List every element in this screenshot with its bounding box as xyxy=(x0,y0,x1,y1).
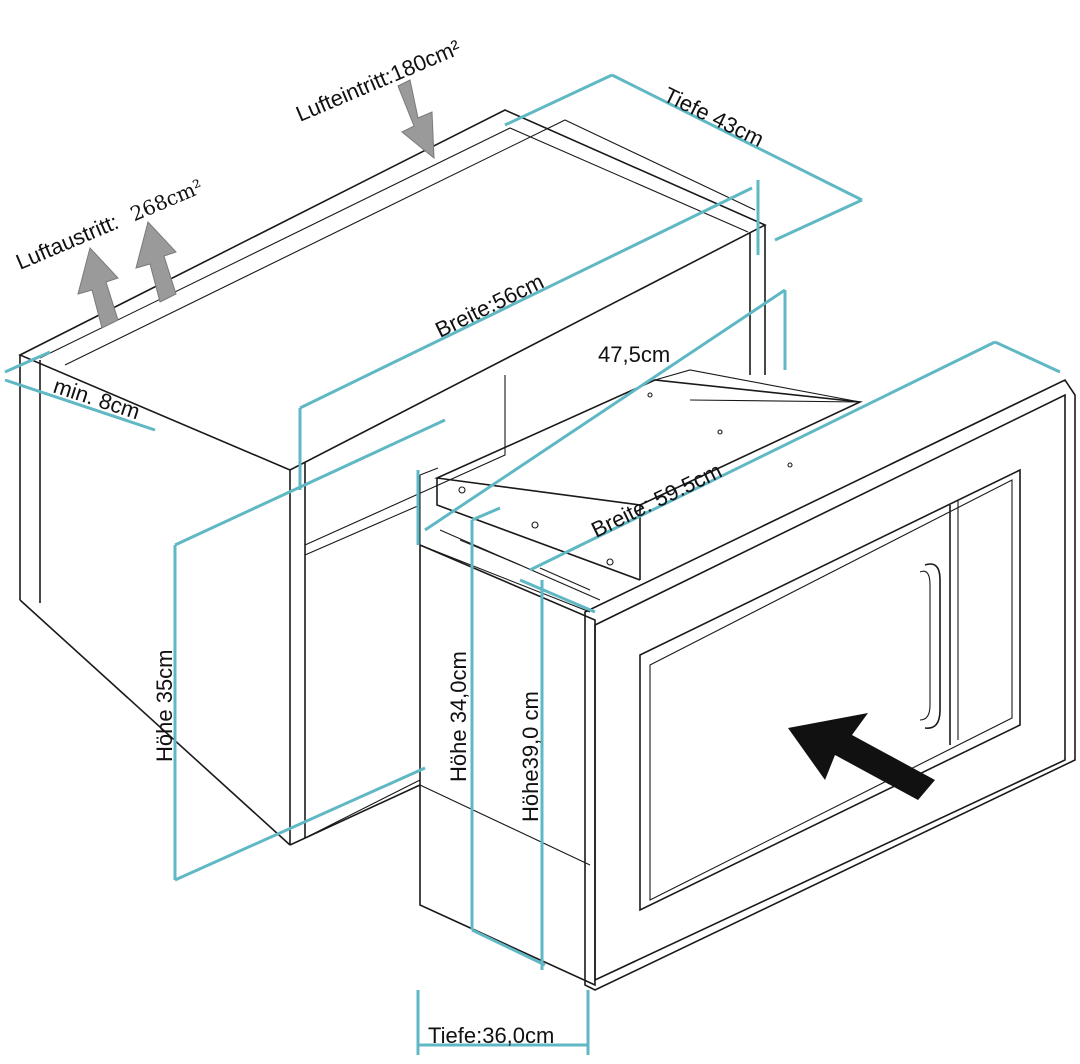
height-cabinet-label: Höhe 35cm xyxy=(152,649,177,762)
microwave-outline xyxy=(419,369,1076,991)
air-inlet-label: Lufteintritt:180cm² xyxy=(292,35,464,127)
air-outlet-arrow-1 xyxy=(77,246,119,329)
depth-device-label: Tiefe:36,0cm xyxy=(428,1023,554,1048)
insert-direction-arrow xyxy=(788,713,935,800)
dimension-lines xyxy=(4,73,1061,1055)
min-gap-label: min. 8cm xyxy=(50,373,143,424)
width-cabinet-label: Breite:56cm xyxy=(431,269,547,343)
cabinet-outline xyxy=(18,109,767,846)
height-device-label: Höhe39,0 cm xyxy=(518,691,543,822)
air-outlet-arrow-2 xyxy=(135,220,177,303)
air-outlet-label: Luftaustritt: 268cm² xyxy=(12,174,207,274)
air-outlet-label-value: 268cm² xyxy=(127,174,207,226)
depth-cabinet-label: Tiefe 43cm xyxy=(660,82,768,152)
air-outlet-arrows xyxy=(77,220,177,329)
inner-depth-label: 47,5cm xyxy=(598,342,670,367)
air-inlet-arrow xyxy=(397,79,435,160)
height-inner-label: Höhe 34,0cm xyxy=(446,651,471,782)
